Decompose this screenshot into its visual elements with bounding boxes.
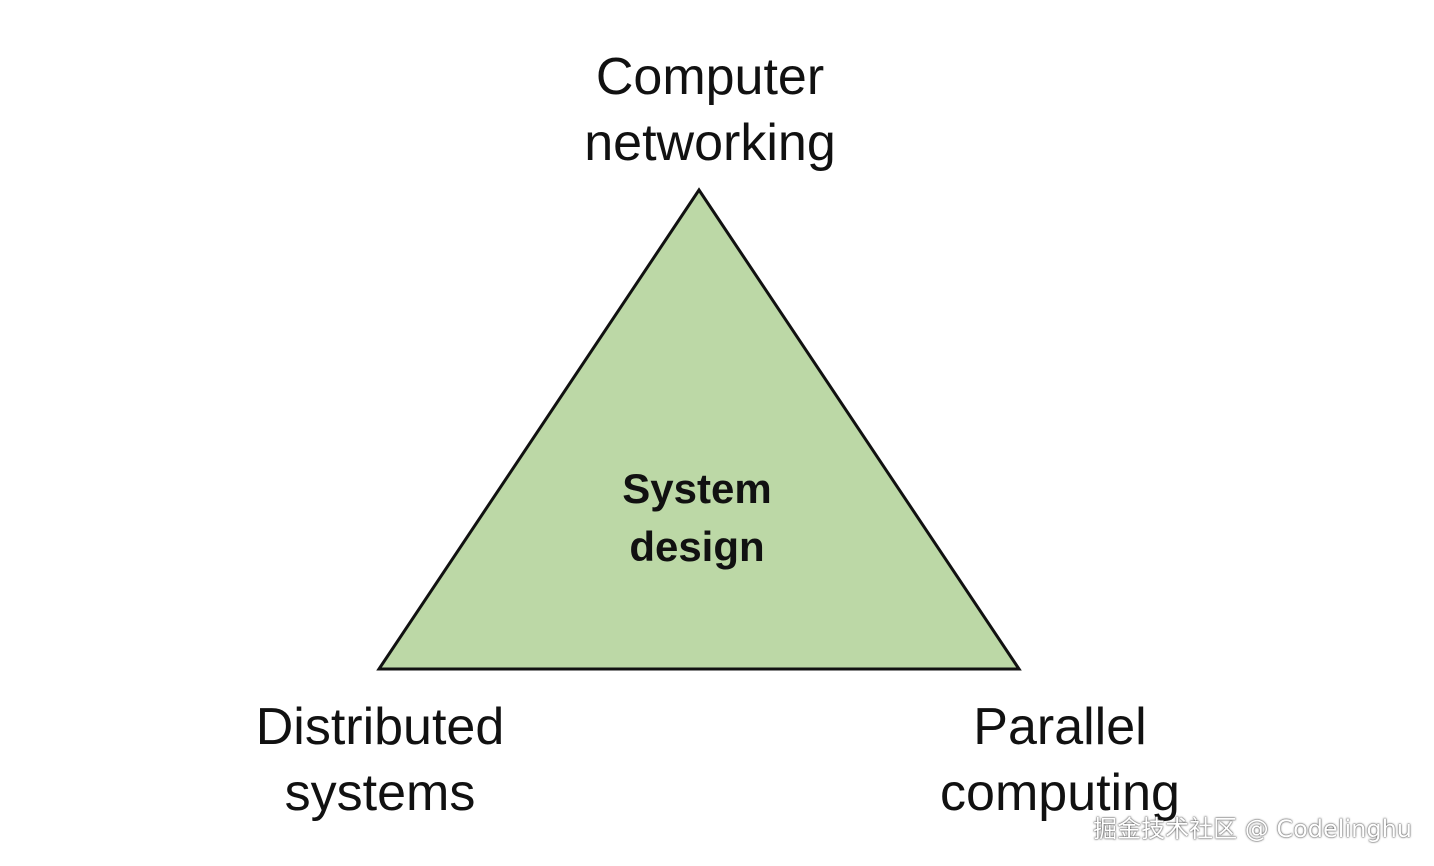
center-label-line: System <box>622 465 772 512</box>
vertex-label-line: Computer <box>595 48 825 106</box>
vertex-label-line: Distributed <box>255 698 505 756</box>
watermark: 掘金技术社区 @ Codelinghu <box>1093 815 1412 843</box>
center-label-system-design: System design <box>547 460 847 576</box>
vertex-label-line: systems <box>284 764 476 822</box>
vertex-label-computer-networking: Computer networking <box>480 44 940 176</box>
vertex-label-distributed-systems: Distributed systems <box>180 694 580 826</box>
center-label-line: design <box>629 523 765 570</box>
system-design-triangle <box>376 187 1022 671</box>
vertex-label-line: Parallel <box>973 698 1147 756</box>
vertex-label-parallel-computing: Parallel computing <box>860 694 1260 826</box>
vertex-label-line: networking <box>584 114 836 172</box>
vertex-label-line: computing <box>940 764 1180 822</box>
